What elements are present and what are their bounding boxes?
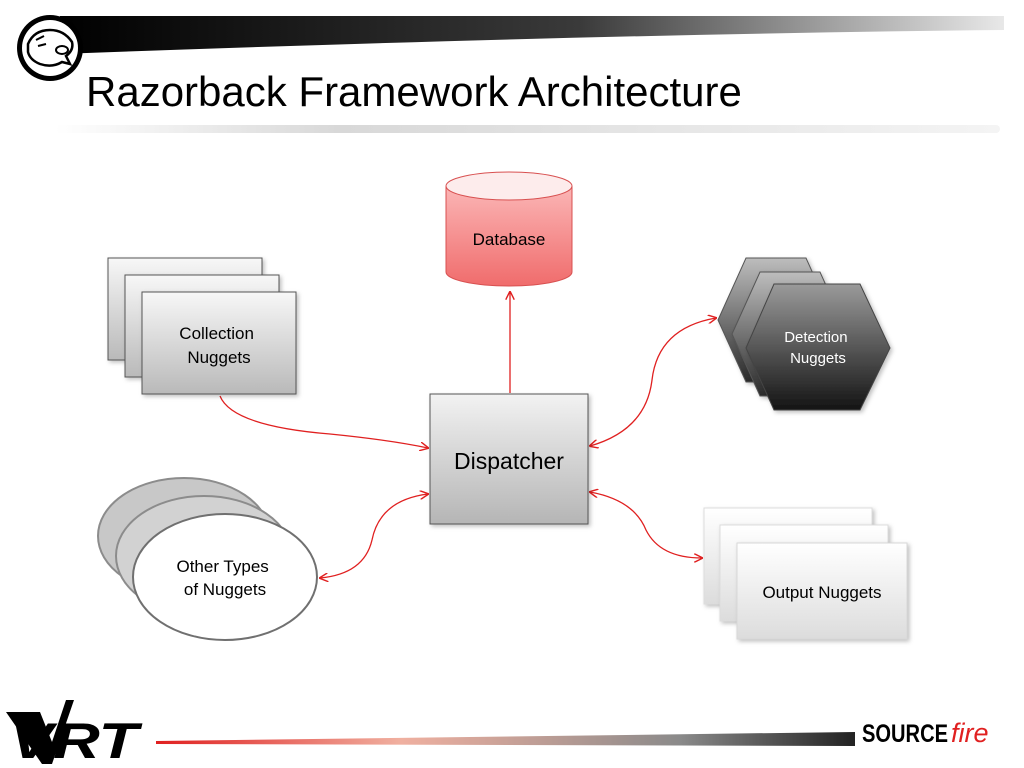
page-title: Razorback Framework Architecture xyxy=(86,68,742,115)
footer-rule xyxy=(156,732,855,746)
output-nuggets-node: Output Nuggets xyxy=(703,507,908,640)
collection-label-line-2: Nuggets xyxy=(187,348,250,367)
dispatcher-node: Dispatcher xyxy=(429,393,589,525)
other-label-line-2: of Nuggets xyxy=(184,580,266,599)
arrow-dispatcher-other xyxy=(320,494,428,578)
output-label: Output Nuggets xyxy=(762,583,881,602)
vrt-logo-text: VRT xyxy=(10,713,144,768)
arrow-collection-to-dispatcher xyxy=(219,395,428,448)
svg-text:SOURCE: SOURCE xyxy=(862,720,948,748)
svg-text:Detection Nuggets: Detection Nuggets xyxy=(784,329,852,367)
database-node: Database xyxy=(445,171,573,287)
connectors xyxy=(219,292,716,578)
dispatcher-label: Dispatcher xyxy=(454,448,564,474)
detection-nuggets-node: Detection Nuggets xyxy=(717,257,891,411)
sourcefire-logo-script: fire xyxy=(951,718,989,748)
other-nuggets-node: Other Types of Nuggets xyxy=(97,477,318,641)
svg-text:Other Types of Nuggets: Other Types of Nuggets xyxy=(176,557,273,599)
collection-nuggets-node: Collection Nuggets xyxy=(107,257,297,395)
vrt-logo: VRT xyxy=(6,700,144,768)
title-underline xyxy=(55,125,1000,133)
arrow-dispatcher-detection xyxy=(590,318,716,446)
razorback-logo-icon xyxy=(17,15,83,81)
slide-footer: VRT SOURCE fire xyxy=(6,700,989,768)
collection-label-line-1: Collection xyxy=(179,324,254,343)
detection-label-line-1: Detection xyxy=(784,329,847,346)
sourcefire-logo-main: SOURCE xyxy=(862,720,948,748)
other-label-line-1: Other Types xyxy=(176,557,268,576)
database-label: Database xyxy=(473,230,546,249)
svg-text:Collection Nuggets: Collection Nuggets xyxy=(179,324,258,367)
header-band xyxy=(60,16,1004,54)
sourcefire-logo: SOURCE fire xyxy=(862,718,989,748)
arrow-dispatcher-output xyxy=(590,492,702,558)
slide-header: Razorback Framework Architecture xyxy=(17,15,1004,133)
detection-label-line-2: Nuggets xyxy=(790,350,846,367)
